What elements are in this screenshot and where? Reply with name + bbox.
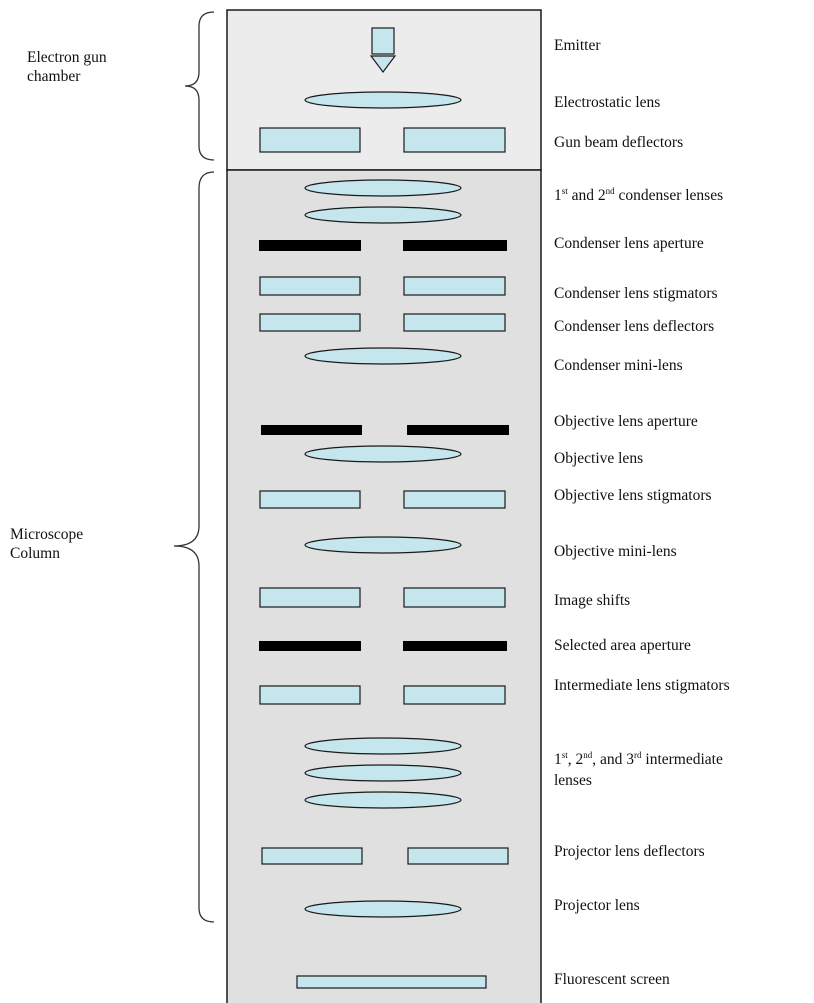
label-intermediate-lenses: 1st, 2nd, and 3rd intermediate lenses [554, 749, 723, 791]
label-superscript: nd [583, 750, 593, 760]
projector-lens [304, 900, 462, 918]
label-part: intermediate [641, 751, 723, 768]
intermediate-stigmator-left [259, 685, 361, 705]
gun-chamber-label: Electron gun chamber [27, 48, 107, 86]
objective-aperture-right [407, 425, 509, 435]
label-part: , and 3 [592, 751, 635, 768]
selected-area-aperture-right [403, 641, 507, 651]
label-intermediate-stigmators: Intermediate lens stigmators [554, 677, 730, 694]
image-shift-left [259, 587, 361, 608]
label-intermediate-lenses-line2: lenses [554, 772, 592, 789]
label-objective-stigmators: Objective lens stigmators [554, 487, 712, 504]
label-part: , 2 [567, 751, 584, 768]
label-electrostatic-lens: Electrostatic lens [554, 94, 661, 111]
projector-deflector-right [407, 847, 509, 865]
gun-chamber-label-line1: Electron gun [27, 49, 107, 66]
condenser-mini-lens [304, 347, 462, 365]
image-shift-right [403, 587, 506, 608]
label-superscript: st [561, 750, 568, 760]
objective-stigmator-right [403, 490, 506, 509]
label-condenser-deflectors: Condenser lens deflectors [554, 318, 715, 335]
condenser-lens-1 [304, 179, 462, 197]
label-objective-aperture: Objective lens aperture [554, 413, 698, 430]
label-objective-lens: Objective lens [554, 450, 644, 467]
label-superscript: nd [605, 186, 615, 196]
label-objective-mini-lens: Objective mini-lens [554, 543, 677, 560]
condenser-aperture-right [403, 240, 507, 251]
intermediate-lens-1 [304, 737, 462, 755]
condenser-deflector-right [403, 313, 506, 332]
label-gun-beam-deflectors: Gun beam deflectors [554, 134, 684, 151]
objective-lens [304, 445, 462, 463]
condenser-stigmator-left [259, 276, 361, 296]
emitter-tip [369, 55, 397, 73]
condenser-deflector-left [259, 313, 361, 332]
fluorescent-screen [296, 975, 487, 989]
label-fluorescent-screen: Fluorescent screen [554, 971, 670, 988]
label-condenser-aperture: Condenser lens aperture [554, 235, 704, 252]
emitter-body [371, 27, 395, 55]
gun-beam-deflector-right [403, 127, 506, 153]
projector-deflector-left [261, 847, 363, 865]
label-emitter: Emitter [554, 37, 601, 54]
label-projector-lens: Projector lens [554, 897, 640, 914]
label-superscript: st [561, 186, 568, 196]
electrostatic-lens [304, 91, 462, 109]
label-projector-deflectors: Projector lens deflectors [554, 843, 705, 860]
objective-stigmator-left [259, 490, 361, 509]
objective-mini-lens [304, 536, 462, 554]
column-label-line1: Microscope [10, 526, 84, 543]
intermediate-stigmator-right [403, 685, 506, 705]
intermediate-lens-2 [304, 764, 462, 782]
label-intermediate-lenses-line1: 1st, 2nd, and 3rd intermediate [554, 749, 723, 770]
condenser-lens-2 [304, 206, 462, 224]
label-superscript: rd [634, 750, 642, 760]
label-part: 1 [554, 187, 562, 204]
gun-chamber-brace [184, 11, 215, 161]
label-condenser-stigmators: Condenser lens stigmators [554, 285, 718, 302]
selected-area-aperture-left [259, 641, 361, 651]
label-condenser-lenses: 1st and 2nd condenser lenses [554, 187, 723, 205]
label-part: condenser lenses [614, 187, 724, 204]
intermediate-lens-3 [304, 791, 462, 809]
column-label: Microscope Column [10, 525, 83, 563]
objective-aperture-left [261, 425, 362, 435]
label-image-shifts: Image shifts [554, 592, 631, 609]
gun-beam-deflector-left [259, 127, 361, 153]
label-part: and 2 [567, 187, 606, 204]
condenser-stigmator-right [403, 276, 506, 296]
column-brace [173, 171, 215, 923]
label-selected-area-aperture: Selected area aperture [554, 637, 691, 654]
label-part: 1 [554, 751, 562, 768]
condenser-aperture-left [259, 240, 361, 251]
gun-chamber-label-line2: chamber [27, 68, 81, 85]
column-label-line2: Column [10, 545, 60, 562]
label-condenser-mini-lens: Condenser mini-lens [554, 357, 683, 374]
